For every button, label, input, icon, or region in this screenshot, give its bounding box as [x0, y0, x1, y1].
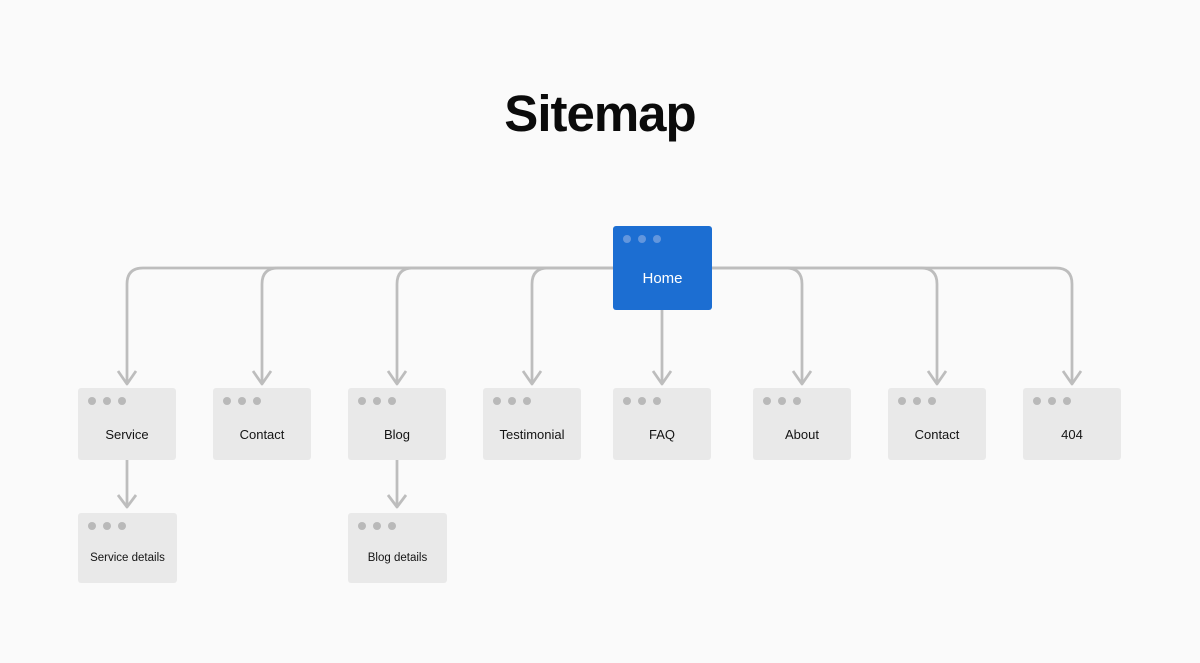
arrowhead-icon: [521, 370, 543, 386]
window-dots-icon: [753, 388, 851, 405]
arrowhead-icon: [116, 370, 138, 386]
connector-home-to-contact2: [712, 266, 939, 382]
node-label: Contact: [914, 426, 960, 442]
window-dots-icon: [213, 388, 311, 405]
node-label: 404: [1061, 426, 1083, 442]
connector-home-to-about: [712, 266, 804, 382]
node-404: 404: [1023, 388, 1121, 460]
connector-home-to-service: [125, 266, 613, 382]
node-blog-details: Blog details: [348, 513, 447, 583]
arrowhead-icon: [651, 370, 673, 386]
connector-home-to-testimonial: [530, 266, 613, 382]
node-label: FAQ: [648, 426, 675, 442]
node-about: About: [753, 388, 851, 460]
node-testimonial: Testimonial: [483, 388, 581, 460]
node-home: Home: [613, 226, 712, 310]
window-dots-icon: [348, 388, 446, 405]
connector-home-to-contact: [260, 266, 613, 382]
node-label: Blog details: [367, 552, 428, 564]
arrowhead-icon: [926, 370, 948, 386]
window-dots-icon: [78, 388, 176, 405]
node-contact: Contact: [213, 388, 311, 460]
arrowhead-icon: [251, 370, 273, 386]
window-dots-icon: [888, 388, 986, 405]
window-dots-icon: [613, 388, 711, 405]
page-title: Sitemap: [504, 85, 696, 142]
node-label: Service: [105, 426, 149, 442]
arrowhead-icon: [386, 370, 408, 386]
window-dots-icon: [1023, 388, 1121, 405]
window-dots-icon: [348, 513, 447, 530]
node-blog: Blog: [348, 388, 446, 460]
arrowhead-icon: [116, 494, 138, 509]
node-service-details: Service details: [78, 513, 177, 583]
arrowhead-icon: [386, 494, 408, 509]
node-label: Testimonial: [499, 426, 565, 442]
node-label: Contact: [239, 426, 285, 442]
connector-home-to-blog: [395, 266, 613, 382]
node-label: About: [785, 426, 819, 442]
node-faq: FAQ: [613, 388, 711, 460]
window-dots-icon: [78, 513, 177, 530]
connector-home-to-404: [712, 266, 1074, 382]
arrowhead-icon: [1061, 370, 1083, 386]
window-dots-icon: [613, 226, 712, 243]
node-label: Service details: [90, 552, 165, 564]
node-label: Blog: [383, 426, 411, 442]
node-contact-2: Contact: [888, 388, 986, 460]
node-service: Service: [78, 388, 176, 460]
arrowhead-icon: [791, 370, 813, 386]
window-dots-icon: [483, 388, 581, 405]
node-label: Home: [642, 269, 683, 287]
